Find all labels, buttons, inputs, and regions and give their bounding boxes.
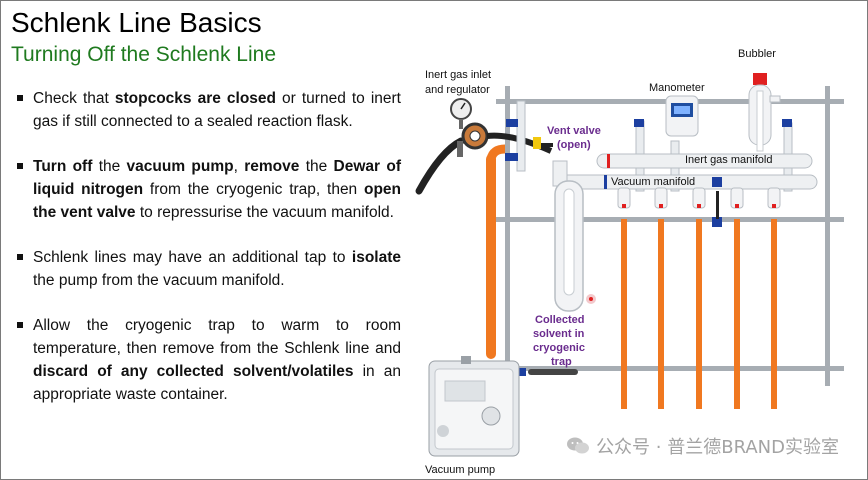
bullet-text-segment: from the cryogenic trap, then	[143, 181, 364, 198]
bullet-isolate-tap: Schlenk lines may have an additional tap…	[15, 246, 401, 292]
inert-gas-hose	[415, 137, 465, 195]
gas-regulator	[450, 98, 489, 157]
bullet-text-segment: the	[299, 158, 334, 175]
label-manometer: Manometer	[649, 82, 705, 94]
bullet-text-segment: Allow the cryogenic trap to warm to room…	[33, 317, 401, 357]
bullet-text-segment: Turn off	[33, 158, 93, 175]
blue-taps	[505, 119, 792, 376]
bullet-check-stopcocks: Check that stopcocks are closed or turne…	[15, 87, 401, 133]
label-vacuum-pump: Vacuum pump	[425, 464, 495, 476]
bubbler-device	[748, 73, 781, 152]
tap-stem	[716, 191, 719, 219]
vacuum-marker	[604, 175, 607, 189]
bullet-text-segment: discard of any collected solvent/volatil…	[33, 363, 354, 380]
bullet-text-segment: isolate	[351, 249, 401, 266]
isolation-tap-handle	[528, 369, 578, 375]
label-collected-cryogenic: cryogenic	[533, 342, 585, 354]
label-inert-gas-inlet: Inert gas inlet	[425, 69, 491, 81]
schlenk-line-diagram: Inert gas inlet and regulator Manometer …	[415, 48, 844, 476]
bullet-text-segment: Check that	[33, 90, 115, 107]
bullet-text-segment: in an appropriate waste container.	[33, 363, 401, 403]
inert-gas-marker	[607, 154, 610, 168]
bullet-text-segment: vacuum pump	[126, 158, 234, 175]
watermark-text: 公众号 · 普兰德BRAND实验室	[596, 437, 839, 458]
vacuum-pump	[428, 356, 520, 457]
cryogenic-trap	[552, 160, 584, 312]
label-vent-valve-state: (open)	[557, 139, 591, 151]
vent-valve	[533, 137, 553, 149]
label-collected: Collected	[535, 314, 585, 326]
bullet-text-segment: ,	[233, 158, 245, 175]
label-vacuum-manifold: Vacuum manifold	[611, 176, 695, 188]
label-collected-solvent: solvent in	[533, 328, 585, 340]
bullet-text-segment: to repressurise the vacuum manifold.	[135, 204, 394, 221]
orange-tubing	[486, 154, 777, 409]
bullet-text-segment: remove	[244, 158, 300, 175]
label-collected-trap: trap	[551, 356, 572, 368]
label-inert-gas-manifold: Inert gas manifold	[685, 154, 772, 166]
bullet-text-segment: Schlenk lines may have an additional tap…	[33, 249, 352, 266]
tubing-elbow	[486, 144, 506, 161]
bullet-turn-off-pump: Turn off the vacuum pump, remove the Dew…	[15, 155, 401, 224]
stopcock-ports	[617, 187, 781, 209]
label-vent-valve: Vent valve	[547, 125, 601, 137]
wechat-icon	[567, 437, 590, 454]
inert-gas-manifold-tube	[596, 153, 813, 169]
bullet-list: Check that stopcocks are closed or turne…	[15, 87, 401, 406]
slide-title: Schlenk Line Basics	[11, 7, 262, 38]
bullet-text-segment: or turned to inert gas if still connecte…	[33, 90, 401, 130]
bullet-text-segment: open the vent valve	[33, 181, 402, 221]
manometer-device	[665, 95, 699, 137]
bullet-text-segment: Dewar of liquid nitrogen	[33, 158, 401, 198]
bullet-text-segment: the pump from the vacuum manifold.	[33, 272, 285, 289]
gas-line-tube	[486, 132, 553, 154]
bullet-text-segment: stopcocks are closed	[114, 90, 277, 107]
watermark: 公众号 · 普兰德BRAND实验室	[566, 433, 839, 459]
bullet-text-segment: the	[92, 158, 127, 175]
label-regulator: and regulator	[425, 84, 490, 96]
slide-subtitle: Turning Off the Schlenk Line	[11, 43, 276, 66]
bullet-warm-trap: Allow the cryogenic trap to warm to room…	[15, 314, 401, 406]
label-bubbler: Bubbler	[738, 48, 776, 60]
